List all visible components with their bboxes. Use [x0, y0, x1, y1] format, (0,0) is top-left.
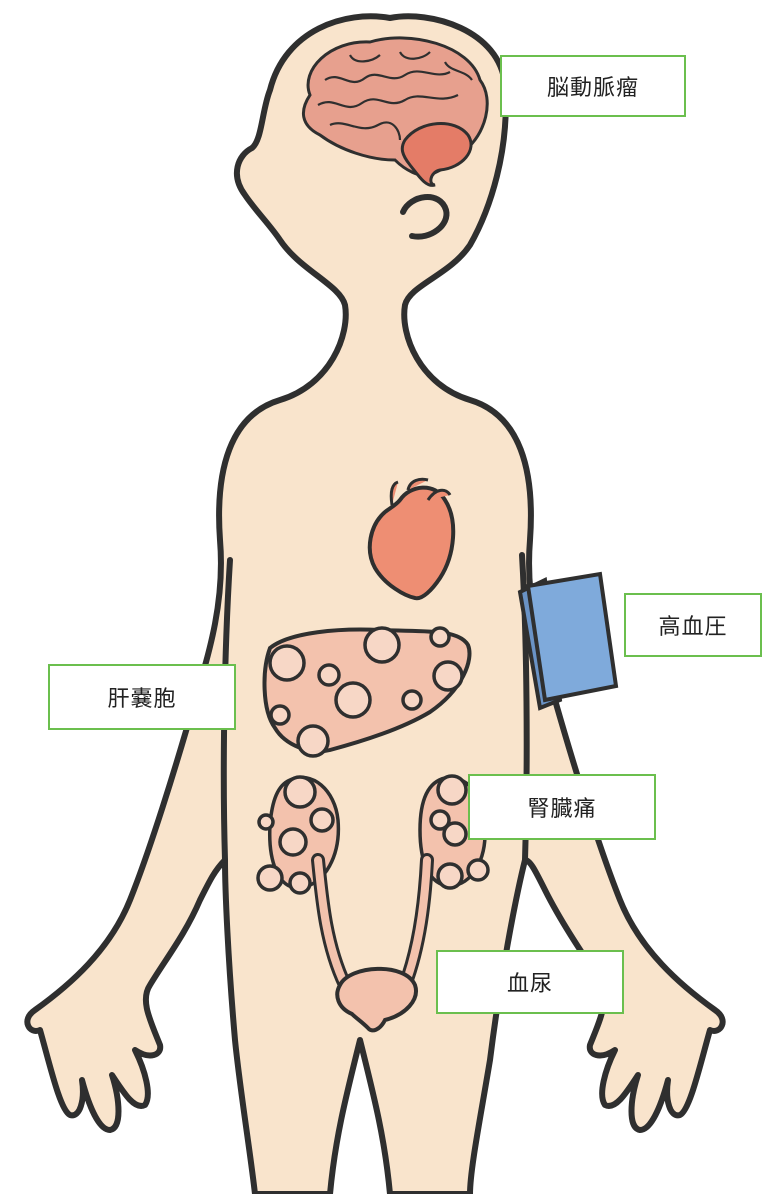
- label-hematuria: 血尿: [436, 950, 624, 1014]
- label-hypertension: 高血圧: [624, 593, 762, 657]
- label-liver-cyst: 肝嚢胞: [48, 664, 236, 730]
- label-brain-aneurysm: 脳動脈瘤: [500, 55, 686, 117]
- label-kidney-pain: 腎臓痛: [468, 774, 656, 840]
